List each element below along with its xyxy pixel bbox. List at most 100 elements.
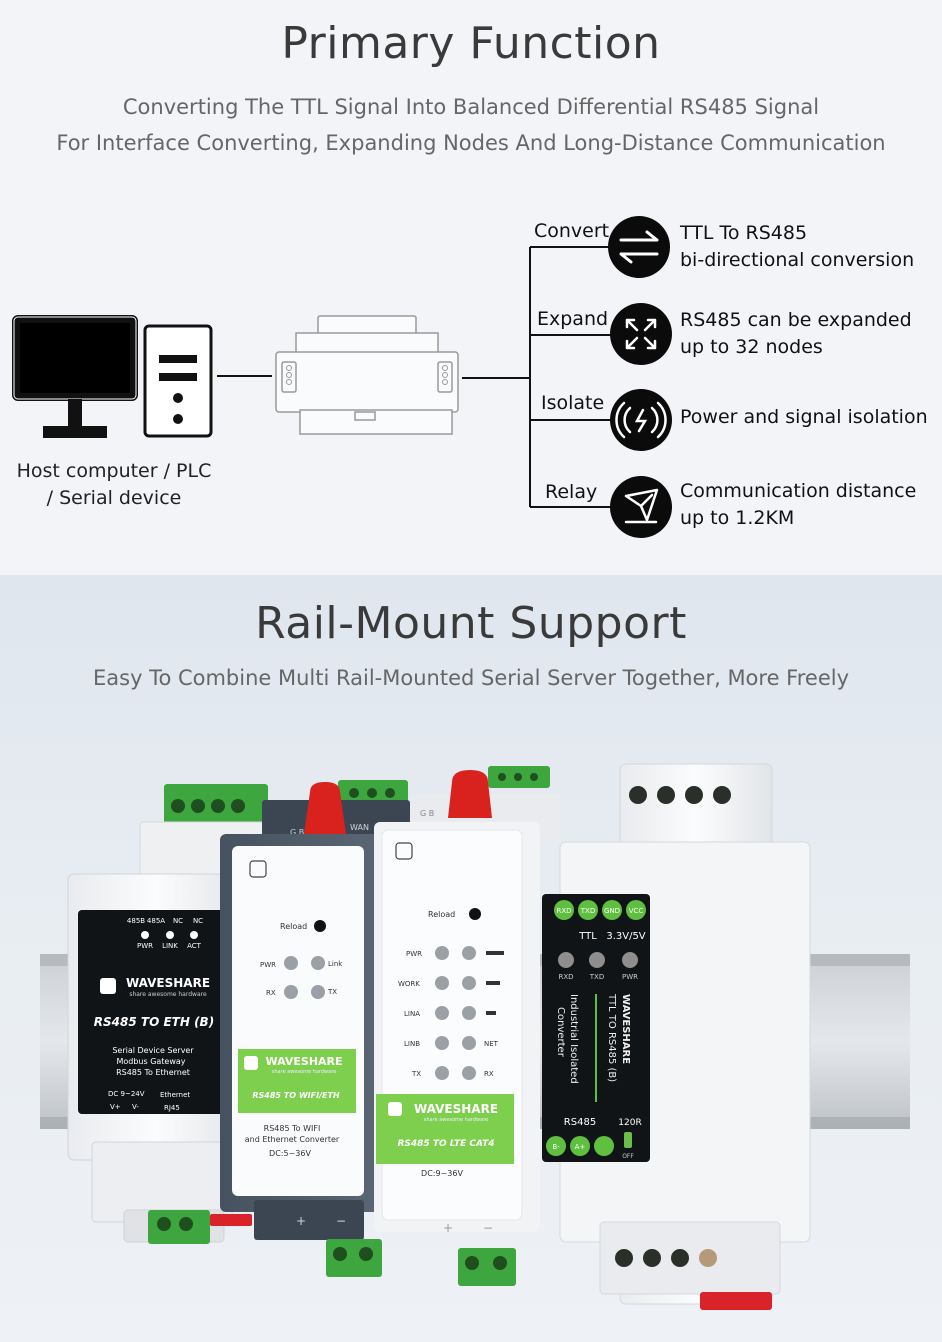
converter-device-outline xyxy=(275,315,459,435)
ttl-pin-gnd: GND xyxy=(604,907,620,915)
ttl-pin-vcc: VCC xyxy=(629,907,644,915)
feature-desc-line: bi-directional conversion xyxy=(680,249,915,271)
ttl-pin-txd: TXD xyxy=(580,907,595,915)
feature-desc-line: Communication distance xyxy=(680,480,917,502)
eth-header-nc2: NC xyxy=(193,917,203,925)
function-diagram xyxy=(12,216,672,538)
ttl-led-rxd: RXD xyxy=(558,973,573,981)
wifi-brand: WAVESHARE xyxy=(265,1055,342,1068)
lte-led-work: WORK xyxy=(398,980,420,988)
ttl-vertical-text2: Converter xyxy=(555,1007,566,1058)
host-label-line2: / Serial device xyxy=(46,487,182,509)
eth-header-nc1: NC xyxy=(173,917,183,925)
pc-tower-icon xyxy=(143,324,213,438)
ttl-vertical-text1: Industrial Isolated xyxy=(568,994,579,1084)
svg-text:+: + xyxy=(296,1214,306,1228)
ttl-pin-a: A+ xyxy=(575,1143,586,1151)
ttl-pin-b: B- xyxy=(552,1143,560,1151)
wifi-led-tx: TX xyxy=(327,988,337,996)
feature-desc-line: TTL To RS485 xyxy=(680,222,808,244)
feature-desc-relay: Communication distance up to 1.2KM xyxy=(680,478,916,532)
lte-led-rx: RX xyxy=(484,1070,494,1078)
lte-led-net: NET xyxy=(484,1040,499,1048)
primary-subtitle-line1: Converting The TTL Signal Into Balanced … xyxy=(122,95,820,119)
feature-desc-line: Power and signal isolation xyxy=(680,406,928,428)
rail-mounted-devices-image: RXD TXD GND VCC TTL 3.3V/5V RXD TXD PWR … xyxy=(40,763,910,1310)
host-label: Host computer / PLC / Serial device xyxy=(0,458,228,512)
wifi-led-pwr: PWR xyxy=(260,961,276,969)
lte-reload-label: Reload xyxy=(428,910,455,919)
eth-header-485b: 485B xyxy=(127,917,145,925)
lte-top-label: G B xyxy=(420,809,434,818)
wifi-led-rx: RX xyxy=(266,989,276,997)
eth-tagline: share awesome hardware xyxy=(129,991,207,998)
primary-function-title: Primary Function xyxy=(281,18,661,69)
wifi-model: RS485 TO WIFI/ETH xyxy=(252,1091,340,1100)
wifi-power: DC:5~36V xyxy=(269,1149,311,1158)
ttl-label: TTL xyxy=(578,931,597,942)
wifi-desc-2: and Ethernet Converter xyxy=(245,1135,340,1144)
ttl-vertical-text3: TTL TO RS485 (B) xyxy=(606,993,617,1082)
rail-mount-subtitle: Easy To Combine Multi Rail-Mounted Seria… xyxy=(93,666,849,690)
wifi-led-link: Link xyxy=(328,960,343,968)
ttl-voltage: 3.3V/5V xyxy=(606,931,645,942)
feature-label-expand: Expand xyxy=(537,308,609,330)
lte-tagline: share awesome hardware xyxy=(424,1117,488,1123)
ttl-rs485-converter: RXD TXD GND VCC TTL 3.3V/5V RXD TXD PWR … xyxy=(542,763,811,1310)
feature-desc-isolate: Power and signal isolation xyxy=(680,404,928,431)
lte-led-tx: TX xyxy=(411,1070,421,1078)
ttl-pin-rxd: RXD xyxy=(556,907,571,915)
feature-label-relay: Relay xyxy=(545,481,598,503)
lte-brand: WAVESHARE xyxy=(414,1102,498,1116)
ttl-led-txd: TXD xyxy=(589,973,604,981)
lte-led-pwr: PWR xyxy=(406,950,422,958)
eth-power: DC 9~24V xyxy=(108,1090,145,1098)
lte-led-linb: LINB xyxy=(404,1040,420,1048)
eth-pin-vminus: V- xyxy=(132,1103,139,1111)
wifi-tagline: share awesome hardware xyxy=(272,1069,336,1075)
feature-desc-line: RS485 can be expanded xyxy=(680,309,912,331)
feature-desc-convert: TTL To RS485 bi-directional conversion xyxy=(680,220,914,274)
ttl-led-pwr: PWR xyxy=(622,973,638,981)
expand-arrows-icon xyxy=(610,303,672,365)
ttl-rs485-label: RS485 xyxy=(564,1117,596,1128)
wifi-reload-label: Reload xyxy=(280,922,307,931)
wifi-top-label: G B R xyxy=(290,828,313,837)
send-icon xyxy=(610,476,672,538)
eth-pin-vplus: V+ xyxy=(110,1103,121,1111)
wifi-desc-1: RS485 To WIFI xyxy=(264,1124,321,1133)
eth-desc-1: Serial Device Server xyxy=(112,1046,194,1055)
ttl-off-label: OFF xyxy=(622,1153,634,1160)
feature-desc-line: up to 1.2KM xyxy=(680,507,795,529)
lte-led-lina: LINA xyxy=(404,1010,420,1018)
eth-led-link: LINK xyxy=(162,942,178,950)
host-label-line1: Host computer / PLC xyxy=(16,460,212,482)
feature-label-isolate: Isolate xyxy=(541,392,605,414)
feature-desc-expand: RS485 can be expanded up to 32 nodes xyxy=(680,307,912,361)
lte-power: DC:9~36V xyxy=(421,1169,463,1178)
eth-brand: WAVESHARE xyxy=(126,976,210,990)
signal-isolation-icon xyxy=(610,389,672,451)
wifi-wan-label: WAN xyxy=(350,823,369,832)
eth-led-act: ACT xyxy=(187,942,202,950)
rs485-wifi-device: G B R WAN Reload PWR RX Link TX WAVESHAR… xyxy=(220,780,410,1277)
ttl-vertical-brand: WAVESHARE xyxy=(620,994,631,1064)
lte-model: RS485 TO LTE CAT4 xyxy=(397,1139,494,1149)
eth-led-pwr: PWR xyxy=(137,942,153,950)
primary-subtitle-line2: For Interface Converting, Expanding Node… xyxy=(56,131,886,155)
eth-desc-2: Modbus Gateway xyxy=(116,1057,185,1066)
svg-text:+: + xyxy=(443,1221,453,1235)
primary-function-section xyxy=(0,0,942,575)
monitor-icon xyxy=(12,315,138,438)
eth-desc-3: RS485 To Ethernet xyxy=(116,1068,190,1077)
eth-port: Ethernet xyxy=(160,1091,190,1099)
ttl-120r-label: 120R xyxy=(618,1118,641,1128)
rail-mount-title: Rail-Mount Support xyxy=(255,598,687,649)
svg-text:−: − xyxy=(483,1221,493,1235)
feature-desc-line: up to 32 nodes xyxy=(680,336,823,358)
eth-model: RS485 TO ETH (B) xyxy=(94,1015,214,1029)
rs485-lte-device: G B Reload PWR WORK LINA LINB TX NET RX … xyxy=(374,766,560,1286)
feature-label-convert: Convert xyxy=(534,220,610,242)
eth-pin-rj45: RJ45 xyxy=(164,1104,180,1112)
svg-text:−: − xyxy=(336,1214,346,1228)
